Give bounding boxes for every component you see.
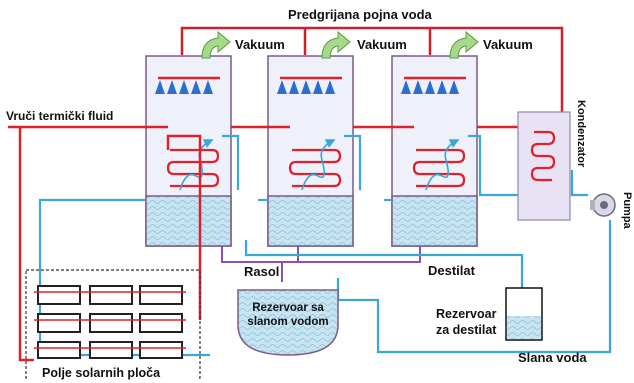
pump-label: Pumpa: [621, 192, 633, 230]
brine-tank-label-2: slanom vodom: [247, 316, 328, 328]
brine-tank: [237, 289, 339, 356]
seawater-label: Slana voda: [518, 350, 587, 365]
distillate-tank: [505, 287, 543, 341]
preheated-feed-line: [180, 26, 564, 130]
condenser: [517, 111, 571, 221]
brine-tank-label-1: Rezervoar sa: [252, 302, 324, 314]
distillate-label: Destilat: [428, 263, 476, 278]
distillate-tank-label-2: za destilat: [436, 323, 497, 337]
curved-arrow-icon: [201, 30, 479, 59]
hot-fluid-line: [8, 125, 520, 362]
spray-nozzle-icon: [155, 76, 466, 94]
vacuum-label-2: Vakuum: [357, 37, 407, 52]
pump-icon: [590, 193, 616, 217]
distillate-line: [244, 240, 524, 304]
vacuum-label-1: Vakuum: [235, 37, 285, 52]
hot-fluid-label: Vruči termički fluid: [6, 109, 113, 123]
preheated-feed-label: Predgrijana pojna voda: [288, 7, 433, 22]
solar-field-label-bg: [28, 364, 198, 380]
vacuum-label-3: Vakuum: [483, 37, 533, 52]
solar-panel-field: [25, 269, 201, 379]
heating-coils: [166, 148, 466, 188]
solar-field-label: Polje solarnih ploča: [42, 366, 161, 380]
condenser-label: Kondenzator: [575, 100, 587, 168]
distillate-tank-label-1: Rezervoar: [436, 307, 497, 321]
brine-label: Rasol: [244, 264, 279, 279]
